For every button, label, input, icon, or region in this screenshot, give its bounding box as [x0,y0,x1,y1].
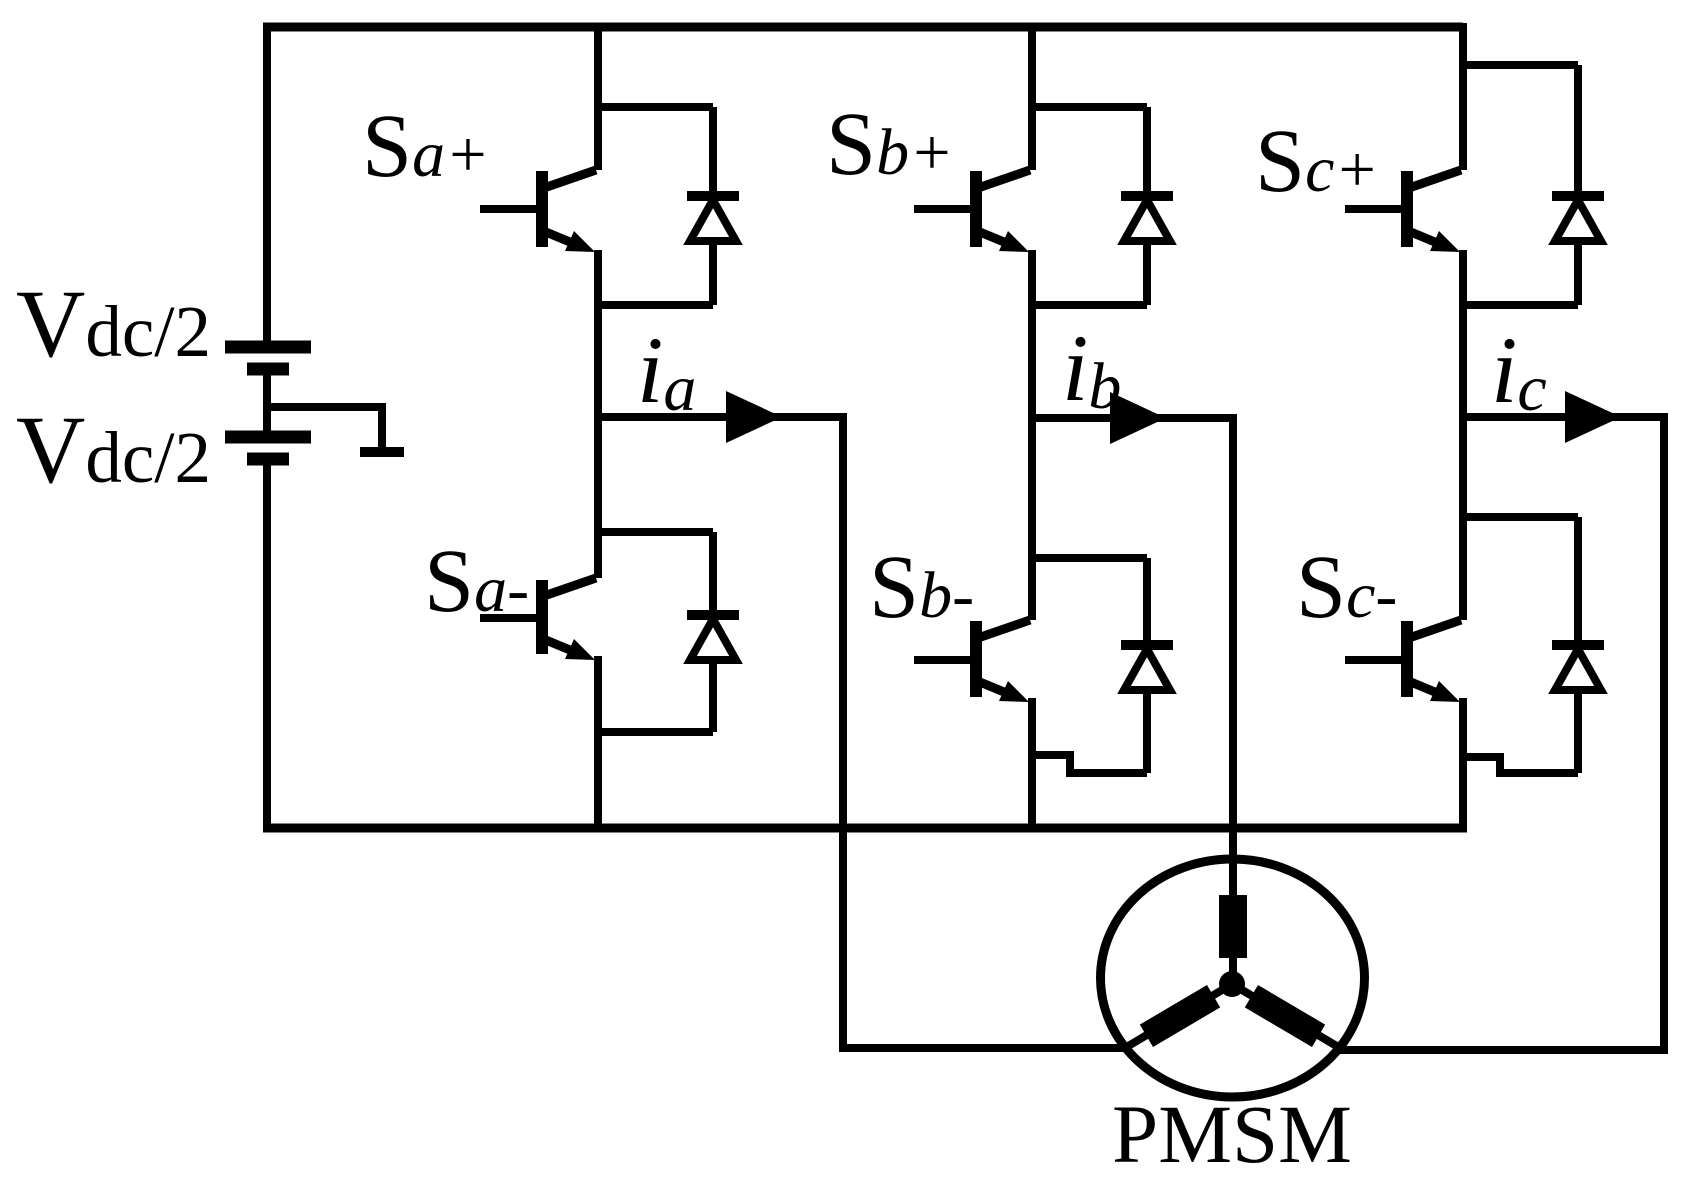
label-switch-sb-minus: Sb- [869,538,974,637]
phase-a-output [598,391,1128,1052]
igbt-emitter-arrow [1430,681,1460,702]
igbt-emitter-arrow [1430,231,1460,252]
diode-triangle [1117,191,1177,245]
battery-upper [225,340,311,376]
stator-winding-a [1139,985,1221,1047]
phase-a-wire [598,413,1128,1052]
diode-triangle [683,610,743,664]
cell-bottom-wire [1463,753,1578,777]
label-vdc-upper-main: V [16,270,85,377]
switch-sa-minus [480,528,743,736]
switch-sb-minus [914,554,1177,777]
label-switch-sb-plus: Sb+ [826,95,954,194]
igbt-collector-lead [973,615,1032,644]
igbt-collector-lead [539,573,598,602]
diode-triangle [1548,191,1608,245]
label-vdc-upper-sub: dc/2 [85,291,211,372]
label-motor-pmsm: PMSM [1112,1088,1352,1180]
label-vdc-lower: Vdc/2 [16,396,211,503]
switch-sb-plus [914,103,1177,309]
cell-bottom-wire [1032,751,1147,777]
igbt-emitter-arrow [565,231,595,252]
label-switch-sc-minus: Sc- [1296,538,1397,637]
label-current-ia: ia [637,317,696,425]
motor-neutral-dot [1219,971,1245,997]
igbt-collector-lead [539,165,598,194]
igbt-collector-lead [1404,165,1463,194]
phase-b-wire [1032,414,1237,872]
phase-b-current-arrow [1110,392,1166,444]
igbt-emitter-arrow [999,681,1029,702]
switch-sa-plus [480,103,743,309]
battery-lower [225,430,311,466]
igbt-emitter-arrow [999,231,1029,252]
label-current-ic: ic [1491,317,1547,425]
label-switch-sa-plus: Sa+ [362,97,490,196]
dc-midpoint-tap [267,403,404,457]
inverter-leg-a [480,23,1128,1052]
stator-winding-b [1219,895,1247,958]
phase-c-wire [1339,413,1668,1054]
diode-triangle [1117,640,1177,694]
phase-c-current-arrow [1565,391,1621,443]
igbt-emitter-arrow [565,639,595,660]
inverter-leg-c [1339,23,1668,1054]
stator-winding-c [1244,985,1326,1047]
pmsm-motor [1096,854,1369,1102]
label-current-ib: ib [1062,315,1121,423]
label-vdc-lower-sub: dc/2 [85,417,211,498]
igbt-collector-lead [1404,615,1463,644]
inverter-leg-b [914,23,1237,872]
phase-c-output [1339,391,1668,1054]
label-vdc-lower-main: V [16,396,85,503]
label-vdc-upper: Vdc/2 [16,270,211,377]
diode-triangle [1548,640,1608,694]
diode-triangle [683,191,743,245]
switch-sc-minus [1345,513,1608,777]
dc-link [225,22,1467,833]
label-switch-sc-plus: Sc+ [1255,112,1379,211]
switch-sc-plus [1345,61,1608,309]
igbt-collector-lead [973,165,1032,194]
label-switch-sa-minus: Sa- [424,532,529,631]
phase-b-output [1032,392,1237,872]
phase-a-current-arrow [726,391,782,443]
midpoint-tap-wire [267,403,386,450]
